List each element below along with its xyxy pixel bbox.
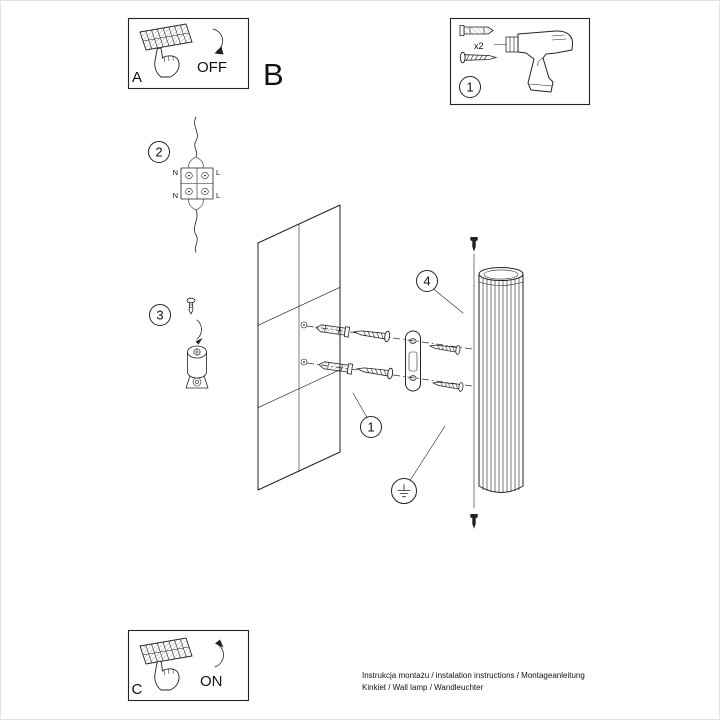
quantity-label: x2 — [474, 41, 484, 51]
wire-n-top-label: N — [173, 168, 178, 177]
ground-screw-icon — [186, 297, 196, 315]
footer-line-2: Kinkiet / Wall lamp / Wandleuchter — [362, 683, 484, 692]
wire-l-bottom-label: L — [216, 191, 220, 200]
step-3-number: 3 — [156, 308, 163, 323]
panel-switch-on: ON C — [127, 629, 250, 702]
step-4-badge: 4 — [416, 270, 438, 292]
lamp-screw-icon-bottom — [431, 378, 464, 393]
step-1-badge-main: 1 — [360, 416, 382, 438]
step-1-number-tools: 1 — [466, 80, 473, 95]
panel-a-label: A — [132, 69, 142, 86]
mounting-bracket — [405, 330, 421, 392]
wall-hole — [300, 358, 308, 366]
wall-hole — [300, 321, 308, 329]
ground-step: 3 — [149, 297, 209, 389]
mounting-screw-icon-bottom — [356, 363, 394, 380]
step-2-number: 2 — [155, 145, 162, 160]
panel-a-frame — [127, 17, 250, 90]
step-2-badge: 2 — [148, 141, 170, 163]
ground-terminal-drawing — [185, 345, 209, 389]
wall-plug-icon — [459, 25, 494, 36]
step-1-number-main: 1 — [367, 420, 374, 435]
section-b-label: B — [263, 57, 284, 92]
leader-ground — [409, 425, 446, 481]
mounting-axis — [470, 237, 478, 529]
step-1-badge-tools: 1 — [459, 76, 481, 98]
leader-step-1 — [352, 392, 368, 418]
screw-top-icon — [470, 237, 478, 252]
wall-lamp — [478, 267, 524, 493]
wire-l-top-label: L — [216, 168, 220, 177]
arrow-up-icon — [214, 639, 224, 668]
wall-panel — [257, 204, 341, 491]
step-3-badge: 3 — [149, 304, 171, 326]
switch-state-on-label: ON — [200, 673, 223, 690]
screw-bottom-icon — [470, 514, 478, 529]
main-assembly: 4 1 — [257, 204, 524, 529]
panel-switch-off: OFF A — [127, 17, 250, 90]
footer-captions: Instrukcja montażu / instalation instruc… — [362, 671, 585, 692]
leader-step-4 — [433, 288, 464, 314]
ground-symbol-badge — [391, 478, 417, 504]
wire-connector-drawing: N L N L — [173, 116, 220, 253]
wall-plug-icon-top — [314, 322, 350, 338]
arrow-curved-icon — [195, 319, 203, 345]
panel-c-label: C — [132, 681, 143, 698]
mounting-screw-icon-top — [353, 326, 391, 343]
switch-state-off-label: OFF — [197, 59, 227, 76]
drill-icon — [493, 30, 574, 93]
arrow-down-icon — [212, 28, 224, 55]
tools-panel: x2 1 — [449, 17, 591, 106]
earth-icon — [397, 484, 411, 498]
panel-c-frame — [127, 629, 250, 702]
lamp-screw-icon-top — [428, 341, 461, 356]
step-4-number: 4 — [423, 274, 430, 289]
wiring-step: 2 N L N L — [148, 116, 220, 253]
wire-n-bottom-label: N — [173, 191, 178, 200]
footer-line-1: Instrukcja montażu / instalation instruc… — [362, 671, 585, 680]
